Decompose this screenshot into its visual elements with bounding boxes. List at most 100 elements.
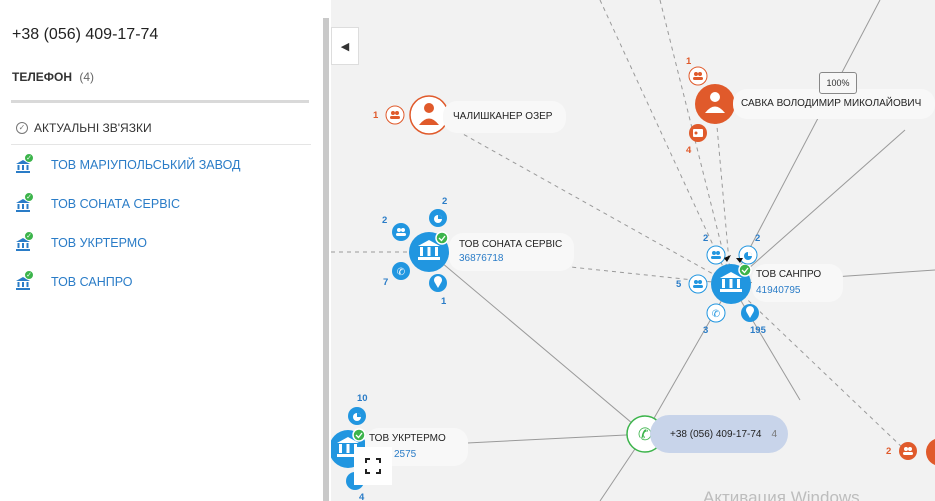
- node-sonata[interactable]: ✆: [392, 209, 449, 292]
- person-name: САВКА ВОЛОДИМИР МИКОЛАЙОВИЧ: [741, 98, 922, 109]
- label-sanpro[interactable]: ТОВ САНПРО 41940795: [752, 264, 844, 302]
- section-count: (4): [79, 70, 95, 84]
- company-link-label[interactable]: ТОВ САНПРО: [51, 275, 133, 289]
- section-divider: [11, 100, 309, 103]
- company-link-mariupol[interactable]: ✓ ТОВ МАРІУПОЛЬСЬКИЙ ЗАВОД: [16, 153, 241, 173]
- label-sonata[interactable]: ТОВ СОНАТА СЕРВІС 36876718: [449, 233, 575, 271]
- company-link-label[interactable]: ТОВ УКРТЕРМО: [51, 236, 147, 250]
- label-savka[interactable]: САВКА ВОЛОДИМИР МИКОЛАЙОВИЧ: [733, 89, 935, 119]
- bank-icon: ✓: [16, 270, 34, 290]
- bank-icon: ✓: [16, 153, 34, 173]
- person-name: ЧАЛИШКАНЕР ОЗЕР: [453, 111, 553, 122]
- persons-icon: [711, 251, 721, 259]
- sonata-pie-count: 2: [442, 196, 448, 207]
- panel-phone-title: +38 (056) 409-17-74: [12, 26, 159, 43]
- pie-chart-icon: [744, 252, 752, 260]
- check-icon: ✓: [24, 192, 34, 202]
- sonata-pin-count: 1: [441, 296, 447, 307]
- right-node-count: 2: [886, 446, 892, 457]
- collapse-panel-button[interactable]: ◀: [331, 27, 359, 65]
- location-pin-icon: [746, 306, 754, 318]
- label-phone-node[interactable]: +38 (056) 409-17-74 4: [650, 415, 788, 453]
- edge-sonata-phone: [428, 251, 646, 435]
- phone-node-number: +38 (056) 409-17-74: [670, 428, 762, 440]
- chalishkaner-count: 1: [373, 110, 379, 121]
- company-code: 2575: [394, 449, 417, 460]
- label-chalishkaner[interactable]: ЧАЛИШКАНЕР ОЗЕР: [443, 101, 567, 133]
- check-icon: ✓: [24, 153, 34, 163]
- person-card-icon: [693, 129, 703, 137]
- section-title-label: ТЕЛЕФОН: [12, 70, 72, 84]
- sanpro-phone-count: 3: [703, 325, 709, 336]
- sonata-persons-count: 2: [382, 215, 388, 226]
- actual-links-label: АКТУАЛЬНІ ЗВ'ЯЗКИ: [34, 121, 152, 135]
- check-icon: [355, 432, 363, 439]
- zoom-level: 100%: [819, 72, 857, 94]
- edge-sanpro-top: [730, 0, 881, 285]
- divider: [11, 144, 311, 145]
- sanpro-pin-count: 195: [750, 325, 766, 336]
- panel-scrollbar[interactable]: [323, 18, 329, 501]
- persons-icon: [390, 111, 400, 119]
- bank-icon: ✓: [16, 192, 34, 212]
- edge-sanpro-down: [730, 283, 801, 401]
- node-sanpro[interactable]: ✆: [688, 245, 759, 323]
- pie-chart-icon: [353, 413, 361, 421]
- edge-sanpro-bottom: [730, 283, 906, 451]
- persons-icon: [396, 228, 406, 236]
- bank-icon: [418, 240, 440, 260]
- check-icon: ✓: [24, 270, 34, 280]
- company-name: ТОВ СОНАТА СЕРВІС: [459, 239, 563, 250]
- phone-icon: ✆: [712, 309, 720, 320]
- company-link-label[interactable]: ТОВ МАРІУПОЛЬСЬКИЙ ЗАВОД: [51, 158, 241, 172]
- check-icon: [438, 235, 446, 242]
- pie-chart-icon: [434, 215, 442, 223]
- actual-links-header: ✓ АКТУАЛЬНІ ЗВ'ЯЗКИ: [16, 121, 152, 135]
- company-link-ukrtermo[interactable]: ✓ ТОВ УКРТЕРМО: [16, 231, 147, 251]
- location-pin-icon: [434, 276, 442, 288]
- edge-top2-sanpro: [599, 0, 732, 285]
- node-savka[interactable]: [688, 66, 735, 142]
- persons-icon: [693, 280, 703, 288]
- company-link-label[interactable]: ТОВ СОНАТА СЕРВІС: [51, 197, 181, 211]
- company-code: 41940795: [756, 285, 801, 296]
- company-link-sanpro[interactable]: ✓ ТОВ САНПРО: [16, 270, 133, 290]
- node-chalishkaner[interactable]: [385, 95, 449, 135]
- edge-sanpro-top2: [730, 129, 906, 285]
- company-name: ТОВ САНПРО: [756, 269, 822, 280]
- persons-icon: [693, 72, 703, 80]
- details-panel: +38 (056) 409-17-74 ТЕЛЕФОН (4) ✓ АКТУАЛ…: [0, 0, 327, 501]
- chevron-left-icon: ◀: [340, 40, 350, 53]
- arrow-icon: [736, 258, 743, 263]
- company-link-sonata[interactable]: ✓ ТОВ СОНАТА СЕРВІС: [16, 192, 181, 212]
- fullscreen-button[interactable]: [354, 447, 392, 485]
- sanpro-persons-top-count: 2: [703, 233, 709, 244]
- sanpro-pie-count: 2: [755, 233, 761, 244]
- check-icon: [741, 267, 749, 274]
- section-title: ТЕЛЕФОН (4): [12, 70, 94, 84]
- sanpro-persons-left-count: 5: [676, 279, 682, 290]
- persons-icon: [903, 447, 913, 455]
- os-watermark: Активация Windows: [703, 488, 860, 501]
- ukrtermo-bottom-count: 4: [359, 492, 365, 501]
- company-name: ТОВ УКРТЕРМО: [369, 433, 446, 444]
- ukrtermo-pie-count: 10: [357, 393, 368, 404]
- scrollbar-thumb[interactable]: [323, 18, 329, 501]
- person-icon: [705, 92, 725, 113]
- phone-node-count: 4: [771, 428, 778, 440]
- savka-count-top: 1: [686, 56, 692, 67]
- company-code: 36876718: [459, 253, 504, 264]
- phone-icon: ✆: [638, 425, 652, 445]
- sonata-phone-count: 7: [383, 277, 389, 288]
- edge-top-sanpro: [659, 0, 732, 285]
- check-circle-icon: ✓: [16, 122, 28, 134]
- phone-icon: ✆: [397, 267, 405, 278]
- edge-chalishkaner-sanpro: [428, 114, 732, 285]
- bank-icon: [720, 272, 742, 292]
- check-icon: ✓: [24, 231, 34, 241]
- node-right-partial[interactable]: [899, 438, 935, 466]
- person-icon: [419, 103, 439, 125]
- edge-savka-sanpro: [714, 103, 732, 285]
- fullscreen-icon: [365, 458, 381, 474]
- arrow-icon: [724, 255, 731, 262]
